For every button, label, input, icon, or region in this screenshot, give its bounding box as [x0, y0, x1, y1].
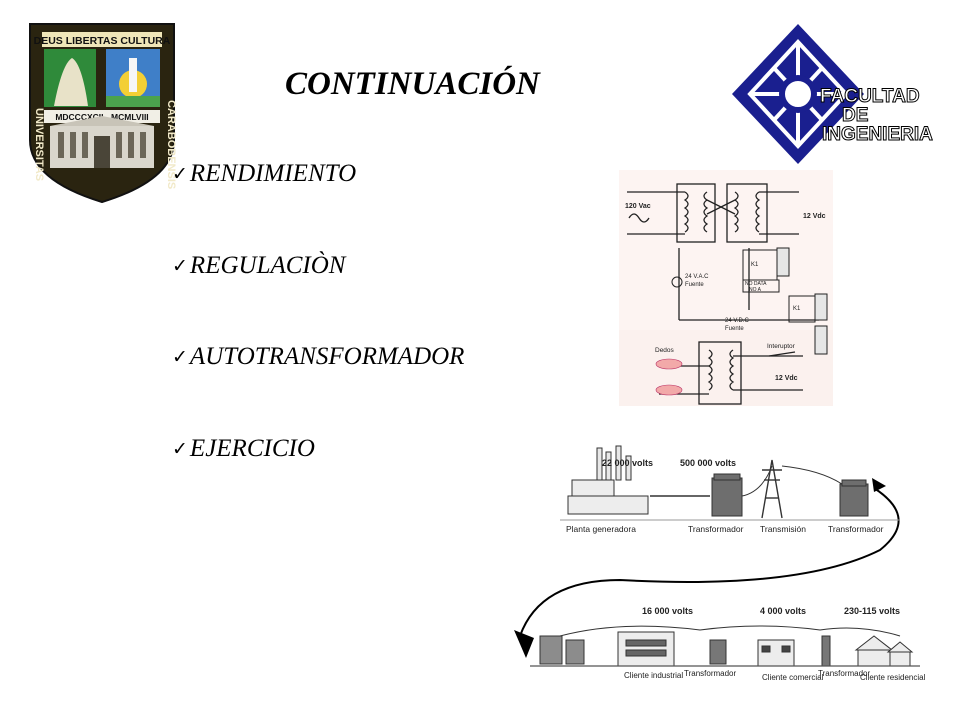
- slide-title: CONTINUACIÓN: [285, 66, 540, 102]
- voltage-label: 230-115 volts: [844, 606, 900, 616]
- checkmark-icon: ✓: [172, 163, 188, 185]
- bullet-item-ejercicio: ✓ EJERCICIO: [172, 435, 315, 463]
- bullet-item-rendimiento: ✓ RENDIMIENTO: [172, 160, 356, 188]
- faculty-line3: INGENIERIA: [822, 124, 933, 145]
- bullet-label: EJERCICIO: [189, 435, 315, 462]
- power-distribution-diagram: 22 000 volts 500 000 volts Planta genera…: [514, 445, 926, 682]
- bullet-item-autotransformador: ✓ AUTOTRANSFORMADOR: [172, 343, 464, 371]
- dc-source-sub: Fuente: [725, 326, 744, 332]
- stage-label: Cliente comercial: [762, 673, 824, 682]
- voltage-label: 16 000 volts: [642, 606, 693, 616]
- transmission-tower-icon: [761, 459, 783, 519]
- stage-label: Cliente industrial: [624, 671, 683, 680]
- fingers-label: Dedos: [655, 347, 675, 354]
- finger-icon: [655, 384, 683, 396]
- industrial-client-icon: [617, 631, 675, 667]
- stage-label: Planta generadora: [566, 524, 636, 534]
- ac-source-icon: [671, 276, 683, 288]
- commercial-client-icon: [757, 639, 795, 667]
- arrow-right-icon: [872, 478, 886, 492]
- stage-label: Cliente residencial: [860, 673, 926, 682]
- switch-label: Interuptor: [767, 343, 796, 350]
- finger-icon: [655, 358, 683, 370]
- seal-right-text: CARABOBENSIS: [165, 100, 176, 189]
- checkmark-icon: ✓: [172, 346, 188, 368]
- stage-label: Transformador: [818, 669, 871, 678]
- ac-source-label: 24 V.A.C: [685, 274, 709, 280]
- stage-label: Transformador: [828, 524, 884, 534]
- circuit-output-label-2: 12 Vdc: [775, 375, 798, 382]
- power-plant-icon: [567, 445, 649, 515]
- voltage-label: 500 000 volts: [680, 458, 736, 468]
- stage-label: Transmisión: [760, 524, 806, 534]
- bullet-label: RENDIMIENTO: [189, 160, 357, 187]
- transformer-icon: [839, 479, 869, 517]
- faculty-lattice-icon: [732, 24, 864, 164]
- seal-motto: DEUS LIBERTAS CULTURA: [34, 35, 171, 47]
- angel-figure-icon: [54, 58, 88, 106]
- ac-source-sub: Fuente: [685, 282, 704, 288]
- transformer-icon: [711, 473, 743, 517]
- relay-label: NO DATA: [745, 281, 767, 287]
- seal-left-text: UNIVERSITAS: [33, 108, 45, 181]
- stage-label: Transformador: [688, 524, 744, 534]
- coil-1-label: K1: [751, 262, 759, 268]
- bullet-item-regulacion: ✓ REGULACIÒN: [172, 252, 345, 280]
- bullet-label: REGULACIÒN: [189, 252, 346, 279]
- circuit-diagram: 120 Vac 12 Vdc 24 V.A.C Fuente 24 V.D.C …: [619, 170, 833, 406]
- stage-label: Transformador: [684, 669, 737, 678]
- substation-icon: [539, 635, 585, 665]
- circuit-input-label: 120 Vac: [625, 203, 651, 210]
- faculty-logo: FACULTAD DE INGENIERIA: [732, 24, 934, 164]
- university-seal: DEUS LIBERTAS CULTURA MDCCCXCII - MCMLVI…: [29, 23, 176, 204]
- arrow-down-icon: [514, 630, 534, 658]
- relay-sub: NO A: [749, 287, 762, 293]
- transformer-icon: [709, 639, 727, 665]
- checkmark-icon: ✓: [172, 438, 188, 460]
- faculty-line1: FACULTAD: [820, 86, 920, 107]
- voltage-label: 4 000 volts: [760, 606, 806, 616]
- dc-source-label: 24 V.D.C: [725, 318, 749, 324]
- checkmark-icon: ✓: [172, 255, 188, 277]
- residential-client-icon: [854, 635, 914, 667]
- voltage-label: 22 000 volts: [602, 458, 653, 468]
- faculty-line2: DE: [842, 105, 868, 126]
- coil-2-label: K1: [793, 306, 801, 312]
- circuit-output-label: 12 Vdc: [803, 213, 826, 220]
- bullet-label: AUTOTRANSFORMADOR: [189, 343, 465, 370]
- transformer-icon: [821, 635, 831, 667]
